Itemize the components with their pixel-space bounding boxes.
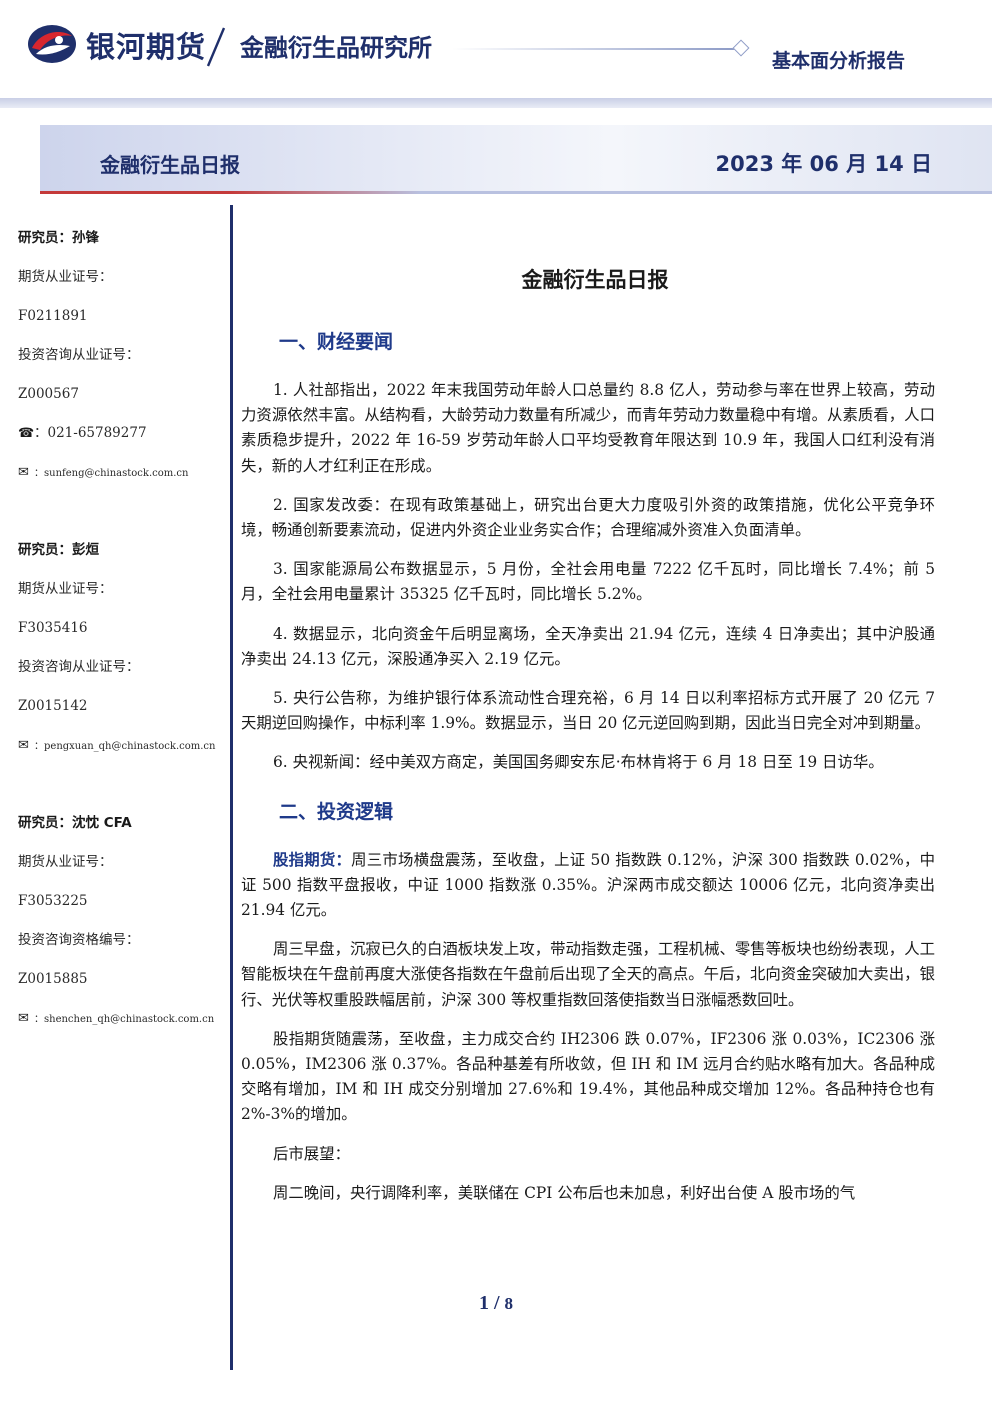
band-title: 金融衍生品日报 (100, 153, 240, 177)
phone-number: ：021-65789277 (34, 425, 147, 441)
current-page: 1 (478, 1292, 489, 1314)
email-link[interactable]: ：shenchen_qh@chinastock.com.cn (34, 1014, 215, 1025)
document-title: 金融衍生品日报 (521, 268, 669, 292)
license-label: 期货从业证号： (18, 269, 113, 285)
news-item: 2. 国家发改委：在现有政策基础上，研究出台更大力度吸引外资的政策措施，优化公平… (241, 495, 935, 540)
news-item: 6. 央视新闻：经中美双方商定，美国国务卿安东尼·布林肯将于 6 月 18 日至… (273, 753, 884, 772)
section-heading-news: 一、财经要闻 (279, 331, 394, 353)
consult-label: 投资咨询资格编号： (18, 932, 140, 948)
email-row: ✉ ：sunfeng@chinastock.com.cn (18, 460, 223, 499)
mail-icon: ✉ (18, 465, 29, 480)
license-number: F0211891 (18, 308, 88, 324)
title-band-rule (40, 191, 992, 194)
email-link[interactable]: ：sunfeng@chinastock.com.cn (34, 468, 189, 479)
consult-label: 投资咨询从业证号： (18, 347, 140, 363)
galaxy-logo-icon (28, 25, 76, 63)
institute-name: 金融衍生品研究所 (240, 34, 432, 62)
header-rule (452, 48, 734, 50)
news-item: 3. 国家能源局公布数据显示，5 月份，全社会用电量 7222 亿千瓦时，同比增… (241, 560, 935, 604)
analyst-name: 研究员：沈忱 CFA (18, 815, 132, 831)
email-link[interactable]: ：pengxuan_qh@chinastock.com.cn (34, 741, 216, 752)
consult-label: 投资咨询从业证号： (18, 659, 140, 675)
diamond-icon (732, 39, 750, 57)
outlook-label: 后市展望： (273, 1144, 350, 1163)
consult-number: Z0015142 (18, 698, 88, 714)
brand-name: 银河期货 (86, 30, 207, 64)
page-number: 1 / 8 (0, 1292, 992, 1315)
analyst-name: 研究员：孙锋 (18, 230, 99, 246)
analyst-card: 研究员：沈忱 CFA 期货从业证号： F3053225 投资咨询资格编号： Z0… (18, 811, 223, 1045)
license-number: F3053225 (18, 893, 88, 909)
license-label: 期货从业证号： (18, 854, 113, 870)
sidebar-divider (230, 205, 233, 1370)
lead-text: 周三市场横盘震荡，至收盘，上证 50 指数跌 0.12%，沪深 300 指数跌 … (241, 850, 935, 920)
total-pages: 8 (504, 1294, 514, 1313)
phone-row: ☎：021-65789277 (18, 421, 223, 460)
analyst-card: 研究员：彭烜 期货从业证号： F3035416 投资咨询从业证号： Z00151… (18, 538, 223, 772)
consult-number: Z000567 (18, 386, 79, 402)
analyst-sidebar: 研究员：孙锋 期货从业证号： F0211891 投资咨询从业证号： Z00056… (18, 226, 223, 1045)
page-separator: / (493, 1292, 500, 1314)
license-label: 期货从业证号： (18, 581, 113, 597)
header-band (0, 98, 992, 108)
report-type: 基本面分析报告 (772, 50, 906, 72)
page-header: 银河期货 金融衍生品研究所 基本面分析报告 (0, 0, 992, 100)
lead-label: 股指期货： (273, 850, 352, 869)
mail-icon: ✉ (18, 738, 29, 753)
report-date: 2023 年 06 月 14 日 (715, 152, 932, 176)
section-heading-logic: 二、投资逻辑 (279, 800, 394, 823)
analyst-name: 研究员：彭烜 (18, 542, 99, 558)
email-row: ✉ ：shenchen_qh@chinastock.com.cn (18, 1006, 223, 1045)
news-item: 4. 数据显示，北向资金午后明显离场，全天净卖出 21.94 亿元，连续 4 日… (241, 624, 935, 668)
logic-paragraph: 周二晚间，央行调降利率，美联储在 CPI 公布后也未加息，利好出台使 A 股市场… (273, 1183, 856, 1202)
analyst-card: 研究员：孙锋 期货从业证号： F0211891 投资咨询从业证号： Z00056… (18, 226, 223, 499)
title-band (40, 125, 992, 193)
logic-paragraph: 股指期货：周三市场横盘震荡，至收盘，上证 50 指数跌 0.12%，沪深 300… (241, 848, 935, 924)
logic-paragraph: 股指期货随震荡，至收盘，主力成交合约 IH2306 跌 0.07%，IF2306… (241, 1029, 935, 1124)
news-item: 5. 央行公告称，为维护银行体系流动性合理充裕，6 月 14 日以利率招标方式开… (241, 689, 935, 733)
email-row: ✉ ：pengxuan_qh@chinastock.com.cn (18, 733, 223, 772)
main-content: 金融衍生品日报 一、财经要闻 1. 人社部指出，2022 年末我国劳动年龄人口总… (241, 262, 935, 1206)
license-number: F3035416 (18, 620, 88, 636)
consult-number: Z0015885 (18, 971, 88, 987)
mail-icon: ✉ (18, 1011, 29, 1026)
brand-slash (206, 27, 226, 67)
logic-paragraph: 周三早盘，沉寂已久的白酒板块发上攻，带动指数走强，工程机械、零售等板块也纷纷表现… (241, 940, 935, 1009)
phone-icon: ☎ (18, 426, 35, 441)
news-item: 1. 人社部指出，2022 年末我国劳动年龄人口总量约 8.8 亿人，劳动参与率… (241, 381, 935, 475)
